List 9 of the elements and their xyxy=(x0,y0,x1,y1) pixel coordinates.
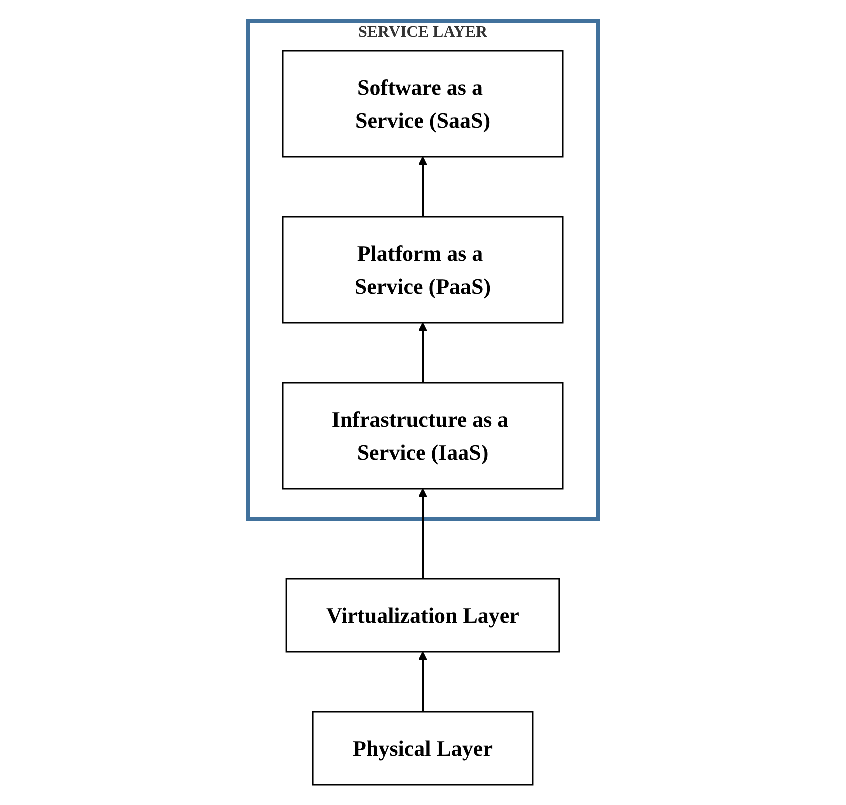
node-box: Virtualization Layer xyxy=(286,578,560,652)
arrow xyxy=(418,651,428,712)
node-box: Infrastructure as a Service (IaaS) xyxy=(282,382,564,490)
node-box: Software as a Service (SaaS) xyxy=(282,50,564,158)
arrow xyxy=(418,156,428,216)
node-box: Platform as a Service (PaaS) xyxy=(282,216,564,324)
arrow xyxy=(418,322,428,382)
arrow xyxy=(418,488,428,578)
node-box: Physical Layer xyxy=(312,710,534,786)
